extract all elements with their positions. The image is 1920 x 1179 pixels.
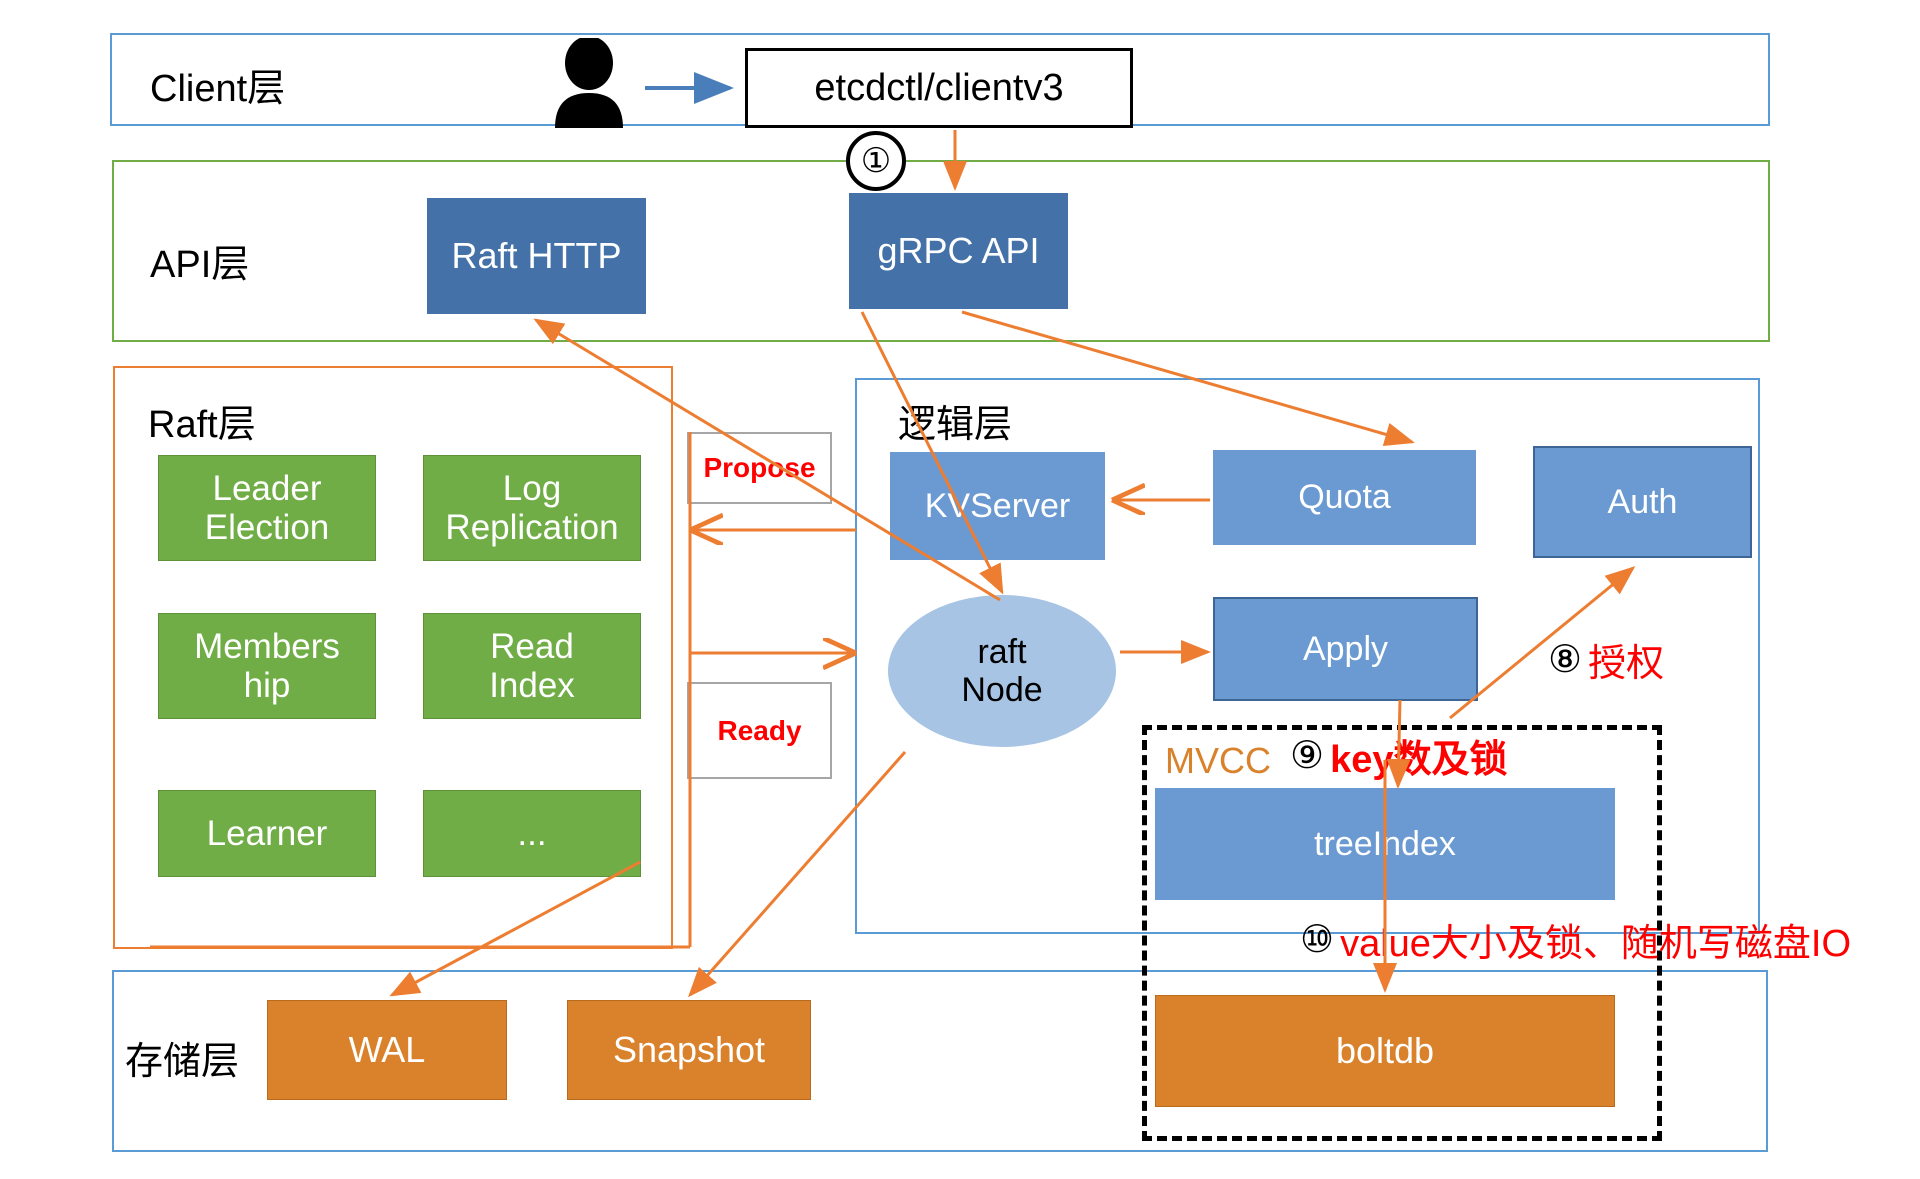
snapshot-box[interactable]: Snapshot <box>567 1000 811 1100</box>
layer-label-raft: Raft层 <box>148 404 256 446</box>
step-9-text: key数及锁 <box>1330 739 1508 781</box>
quota-box[interactable]: Quota <box>1213 450 1476 545</box>
raft-box-learner[interactable]: Learner <box>158 790 376 877</box>
treeindex-box[interactable]: treeIndex <box>1155 788 1615 900</box>
raft-box-log-replication[interactable]: Log Replication <box>423 455 641 561</box>
mvcc-label: MVCC <box>1165 740 1271 781</box>
raft-box-membership[interactable]: Members hip <box>158 613 376 719</box>
layer-label-api: API层 <box>150 244 250 286</box>
wal-box[interactable]: WAL <box>267 1000 507 1100</box>
step-10-text: value大小及锁、随机写磁盘IO <box>1340 923 1852 965</box>
layer-storage <box>112 970 1768 1152</box>
grpc-api-box[interactable]: gRPC API <box>849 193 1068 309</box>
etcdctl-clientv3-box[interactable]: etcdctl/clientv3 <box>745 48 1133 128</box>
layer-label-storage: 存储层 <box>125 1041 240 1083</box>
apply-box[interactable]: Apply <box>1213 597 1478 701</box>
kvserver-box[interactable]: KVServer <box>890 452 1105 560</box>
auth-box[interactable]: Auth <box>1533 446 1752 558</box>
step-8-circle: ⑧ <box>1548 639 1583 681</box>
annotation-step-10: ⑩ value大小及锁、随机写磁盘IO <box>1300 912 1851 967</box>
layer-label-logic: 逻辑层 <box>898 404 1013 446</box>
raft-http-box[interactable]: Raft HTTP <box>427 198 646 314</box>
mvcc-container <box>1142 725 1662 1141</box>
step-9-circle: ⑨ <box>1290 735 1325 777</box>
raft-box-read-index[interactable]: Read Index <box>423 613 641 719</box>
raft-box-ellipsis[interactable]: ... <box>423 790 641 877</box>
annotation-step-9: ⑨ key数及锁 <box>1290 728 1507 783</box>
step-8-text: 授权 <box>1588 643 1665 685</box>
step-1-circle: ① <box>847 132 905 190</box>
step-10-circle: ⑩ <box>1300 919 1335 961</box>
raft-node-ellipse[interactable]: raft Node <box>888 595 1116 747</box>
propose-tag: Propose <box>687 432 832 504</box>
layer-label-client: Client层 <box>150 68 286 110</box>
annotation-step-8: ⑧ 授权 <box>1548 632 1664 687</box>
boltdb-box[interactable]: boltdb <box>1155 995 1615 1107</box>
user-icon <box>545 36 633 128</box>
raft-box-leader-election[interactable]: Leader Election <box>158 455 376 561</box>
ready-tag: Ready <box>687 682 832 779</box>
